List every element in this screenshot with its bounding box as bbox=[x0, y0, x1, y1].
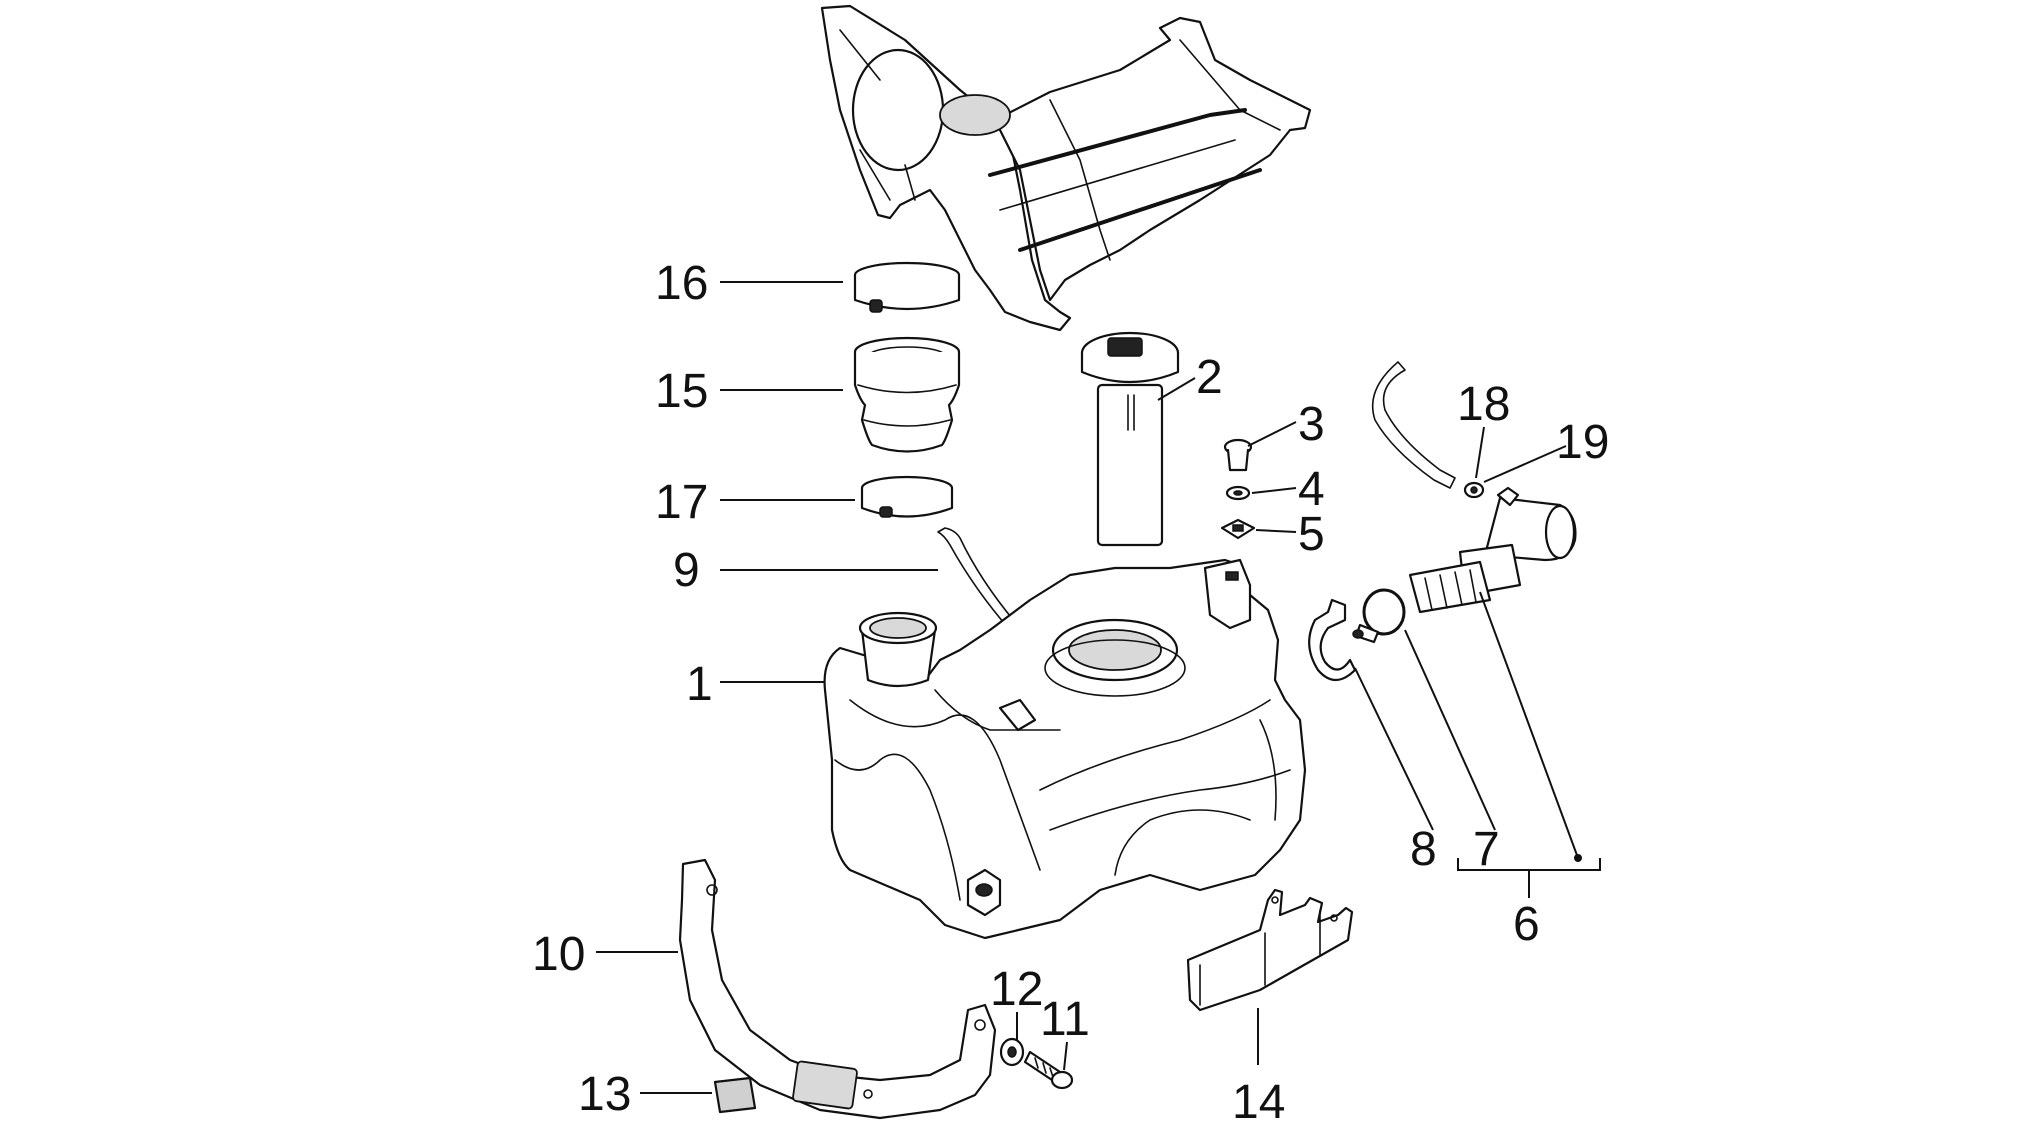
hose-clamp-17 bbox=[860, 475, 954, 518]
vent-hose bbox=[1371, 361, 1456, 489]
callout-8: 8 bbox=[1410, 823, 1437, 876]
fuel-level-sender-2 bbox=[1080, 331, 1180, 547]
callout-15: 15 bbox=[655, 365, 708, 418]
callout-7: 7 bbox=[1473, 823, 1500, 876]
callout-labels: 16 15 17 9 1 2 3 4 5 18 19 8 7 6 10 12 1… bbox=[532, 257, 1609, 1129]
footboard-panel bbox=[820, 4, 1312, 332]
leader-dot bbox=[1574, 854, 1582, 862]
callout-16: 16 bbox=[655, 257, 708, 310]
tank-strap-10 bbox=[678, 858, 997, 1120]
callout-14: 14 bbox=[1232, 1076, 1285, 1129]
callout-17: 17 bbox=[655, 476, 708, 529]
callout-5: 5 bbox=[1298, 508, 1325, 561]
callout-4: 4 bbox=[1298, 463, 1325, 516]
callout-3: 3 bbox=[1298, 398, 1325, 451]
callout-18: 18 bbox=[1457, 378, 1510, 431]
callout-13: 13 bbox=[578, 1068, 631, 1121]
o-ring-7 bbox=[1362, 588, 1406, 636]
callout-11: 11 bbox=[1040, 993, 1090, 1046]
callout-1: 1 bbox=[686, 658, 713, 711]
callout-10: 10 bbox=[532, 928, 585, 981]
washer-12 bbox=[999, 1037, 1025, 1067]
callout-12: 12 bbox=[990, 963, 1043, 1016]
clip-18 bbox=[1463, 481, 1485, 499]
fuel-tank-1 bbox=[823, 558, 1307, 940]
rubber-sleeve-15 bbox=[853, 336, 961, 453]
clamp-8 bbox=[1308, 598, 1380, 682]
callout-9: 9 bbox=[673, 544, 700, 597]
hose-clamp-16 bbox=[853, 261, 961, 313]
bolt-11 bbox=[1023, 1050, 1074, 1090]
callout-2: 2 bbox=[1196, 351, 1223, 404]
screw-3 bbox=[1223, 438, 1253, 472]
callout-6: 6 bbox=[1513, 898, 1540, 951]
callout-19: 19 bbox=[1556, 416, 1609, 469]
rubber-pad-13 bbox=[713, 1076, 757, 1114]
breather-tube-9 bbox=[937, 527, 1016, 631]
washer-4 bbox=[1225, 485, 1251, 501]
fuel-pump-assembly bbox=[1408, 486, 1577, 614]
nut-5 bbox=[1220, 518, 1256, 540]
bracket-14 bbox=[1186, 888, 1354, 1012]
leader-lines bbox=[596, 281, 1601, 1094]
